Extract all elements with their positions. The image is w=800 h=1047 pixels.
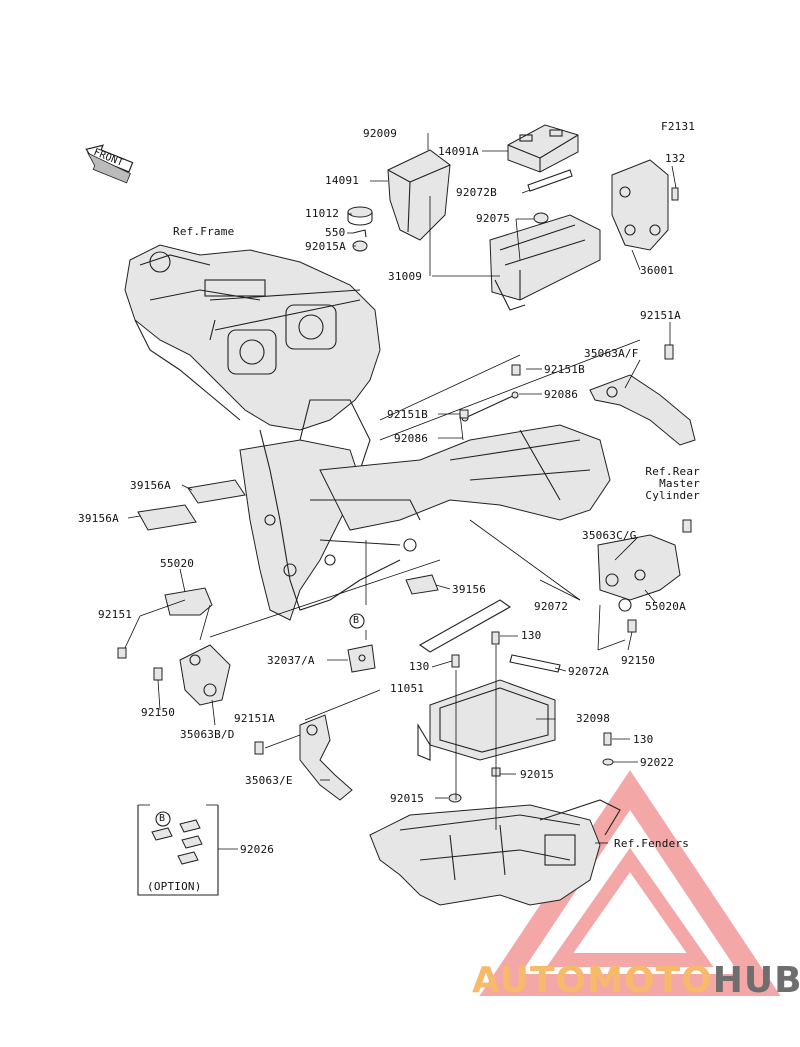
watermark-part2: HUB: [712, 960, 800, 1001]
label-92151B-1: 92151B: [544, 363, 585, 376]
watermark-logo: AUTOMOTOHUB: [472, 960, 800, 1001]
label-92151: 92151: [98, 608, 133, 621]
label-92150-r: 92150: [621, 654, 656, 667]
main-frame: [124, 244, 611, 621]
tool-tray: [417, 679, 556, 761]
label-92151B-2: 92151B: [387, 408, 428, 421]
label-92086-2: 92086: [394, 432, 429, 445]
label-55020A: 55020A: [645, 600, 686, 613]
bolt-130-c: [603, 732, 612, 746]
bolt-92151a-bot: [254, 741, 264, 755]
circle-b-option: [155, 811, 171, 827]
strap-92072a: [509, 654, 561, 673]
label-35063C-G: 35063C/G: [582, 529, 637, 542]
pad-39156a-2: [137, 504, 197, 531]
front-arrow-icon: [85, 144, 134, 184]
label-92072: 92072: [534, 600, 569, 613]
label-92086-1: 92086: [544, 388, 579, 401]
pad-39156a-1: [187, 479, 246, 504]
label-92151A-bot: 92151A: [234, 712, 275, 725]
grommet-92075: [533, 212, 549, 224]
bolt-92150-r: [627, 619, 637, 633]
left-footpeg-bracket: [164, 587, 231, 706]
label-92150-l: 92150: [141, 706, 176, 719]
label-32037-A: 32037/A: [267, 654, 315, 667]
label-132: 132: [665, 152, 686, 165]
battery-tray: [489, 214, 601, 311]
label-92009: 92009: [363, 127, 398, 140]
bracket-36001: [611, 159, 669, 251]
bolt-132: [671, 187, 679, 201]
strap-92072b: [527, 169, 573, 192]
label-55020: 55020: [160, 557, 195, 570]
label-92072B: 92072B: [456, 186, 497, 199]
label-39156A-1: 39156A: [130, 479, 171, 492]
label-ref-frame: Ref.Frame: [173, 225, 235, 238]
label-92015-2: 92015: [390, 792, 425, 805]
label-circle-b-main: B: [353, 615, 360, 626]
label-92072A: 92072A: [568, 665, 609, 678]
label-550: 550: [325, 226, 346, 239]
fenders: [369, 799, 621, 906]
label-32098: 32098: [576, 712, 611, 725]
diagram-code: F2131: [661, 120, 696, 133]
rod-92086: [459, 364, 521, 422]
nut-92022: [602, 758, 614, 766]
label-35063-E: 35063/E: [245, 774, 293, 787]
label-36001: 36001: [640, 264, 675, 277]
bolt-130-a: [491, 631, 500, 645]
label-92015A: 92015A: [305, 240, 346, 253]
label-92015-1: 92015: [520, 768, 555, 781]
bolt-130-b: [451, 654, 460, 668]
leader-lines: [124, 150, 677, 850]
bolt-92150-l: [153, 667, 163, 681]
label-92151A-top: 92151A: [640, 309, 681, 322]
label-11051: 11051: [390, 682, 425, 695]
bolt-92151a-top: [664, 344, 674, 360]
grommet-92015-b: [448, 793, 462, 803]
option-box: [137, 804, 219, 896]
battery-case: [387, 133, 451, 241]
label-92026: 92026: [240, 843, 275, 856]
label-92075: 92075: [476, 212, 511, 225]
label-option: (OPTION): [147, 880, 202, 893]
label-130-1: 130: [521, 629, 542, 642]
clip-550: [352, 229, 367, 238]
right-footpeg-bracket: [589, 374, 696, 446]
watermark-part1: AUTOMOTO: [472, 960, 713, 1001]
label-14091A: 14091A: [438, 145, 479, 158]
label-ref-rear-2: Master: [659, 477, 700, 490]
label-31009: 31009: [388, 270, 423, 283]
label-11012: 11012: [305, 207, 340, 220]
label-ref-rear-3: Cylinder: [645, 489, 700, 502]
rear-footpeg-bracket: [299, 714, 353, 801]
battery: [507, 124, 579, 173]
label-14091: 14091: [325, 174, 360, 187]
cap-11012: [347, 206, 373, 226]
label-39156A-2: 39156A: [78, 512, 119, 525]
rear-master-bracket: [597, 534, 681, 612]
strap-92072: [418, 599, 512, 653]
label-35063A-F: 35063A/F: [584, 347, 639, 360]
bracket-32037a: [347, 644, 376, 673]
bolt-rear-cyl: [682, 519, 692, 533]
label-92022: 92022: [640, 756, 675, 769]
label-130-3: 130: [633, 733, 654, 746]
bolt-92151: [117, 647, 127, 659]
label-circle-b-option: B: [159, 813, 166, 824]
label-ref-fenders: Ref.Fenders: [614, 837, 690, 850]
label-ref-rear-1: Ref.Rear: [645, 465, 700, 478]
label-130-2: 130: [409, 660, 430, 673]
pad-39156: [405, 574, 439, 595]
label-35063B-D: 35063B/D: [180, 728, 235, 741]
label-39156: 39156: [452, 583, 487, 596]
circle-b-main: [349, 613, 365, 629]
